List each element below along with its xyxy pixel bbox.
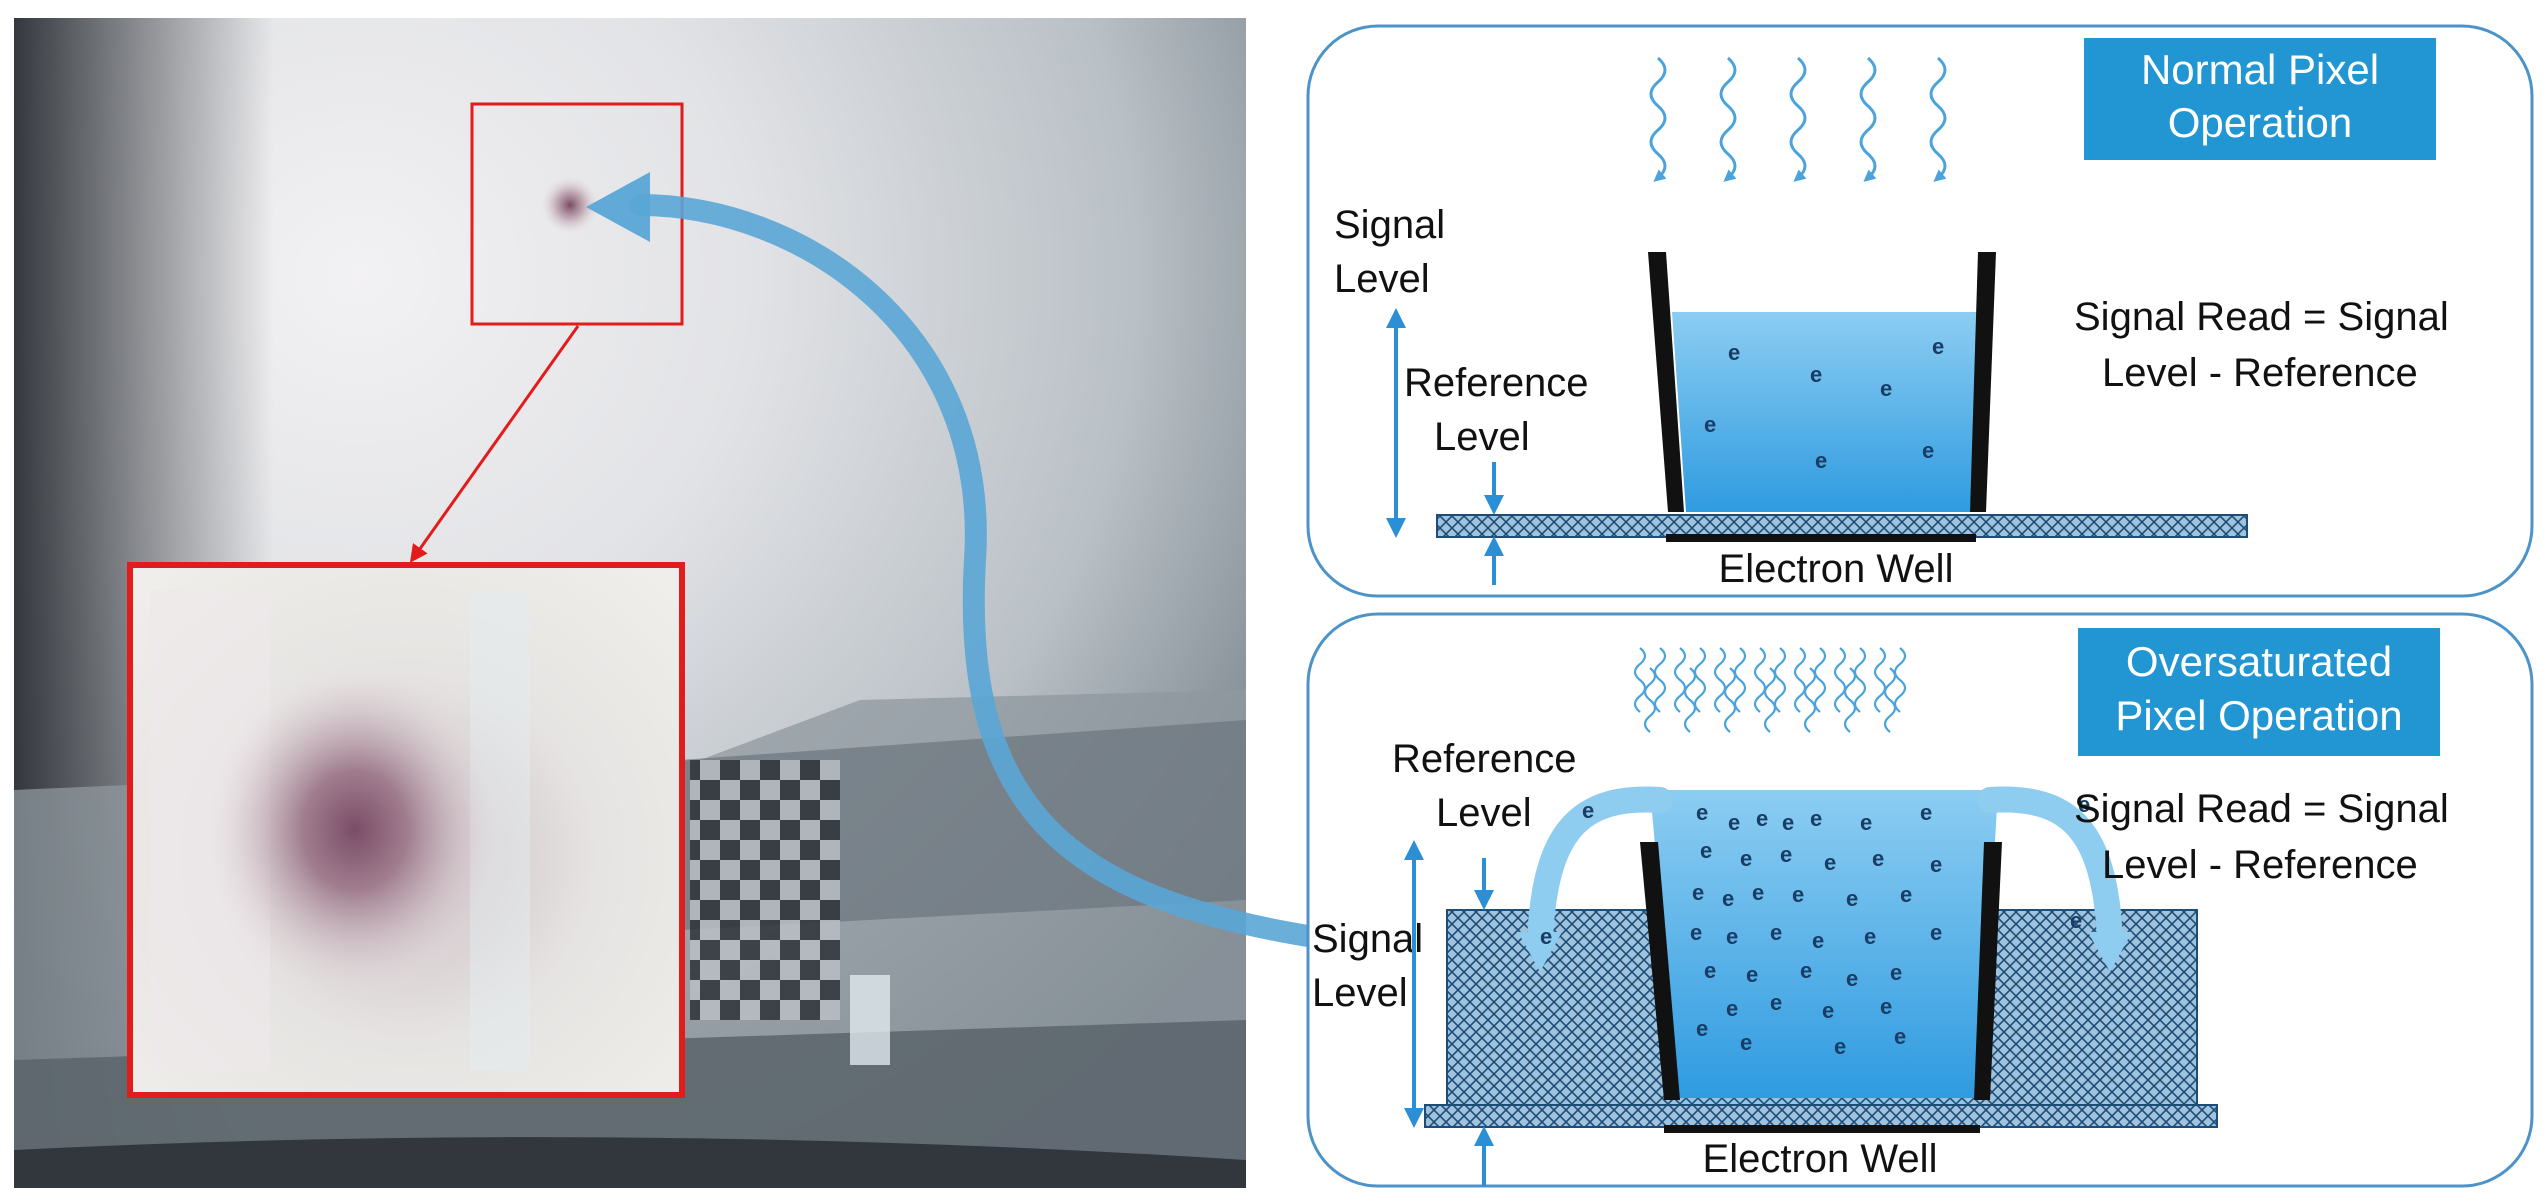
normal-signal-level-line2: Level [1334, 257, 1430, 301]
normal-signal-level-line1: Signal [1334, 203, 1445, 247]
svg-text:e: e [1846, 886, 1858, 911]
oversaturated-formula-line2: Level - Reference [2102, 843, 2418, 887]
svg-text:e: e [1726, 996, 1738, 1021]
svg-text:e: e [1890, 960, 1902, 985]
svg-text:e: e [2078, 792, 2090, 817]
svg-text:e: e [1696, 1016, 1708, 1041]
oversaturated-reference-level-line2: Level [1436, 791, 1532, 835]
svg-text:e: e [1700, 838, 1712, 863]
svg-text:e: e [1922, 438, 1934, 463]
svg-text:e: e [1696, 800, 1708, 825]
oversaturated-signal-level-line2: Level [1312, 971, 1408, 1015]
svg-text:e: e [1846, 966, 1858, 991]
svg-text:e: e [1920, 800, 1932, 825]
normal-title-box [2084, 38, 2436, 160]
normal-well-right-wall [1970, 252, 1996, 512]
normal-substrate [1436, 514, 2248, 538]
oversaturated-title-line2: Pixel Operation [2115, 692, 2402, 739]
normal-reference-level-line2: Level [1434, 415, 1530, 459]
svg-text:e: e [1726, 924, 1738, 949]
oversaturated-substrate [1424, 1104, 2218, 1128]
svg-text:e: e [1822, 998, 1834, 1023]
svg-text:e: e [1860, 810, 1872, 835]
oversaturated-signal-level-line1: Signal [1312, 917, 1423, 961]
svg-text:e: e [1770, 920, 1782, 945]
svg-text:e: e [1834, 1034, 1846, 1059]
oversaturated-formula-line1: Signal Read = Signal [2074, 787, 2449, 831]
svg-text:e: e [1880, 994, 1892, 1019]
svg-text:e: e [1930, 920, 1942, 945]
svg-text:e: e [1900, 882, 1912, 907]
zoom-inset [127, 562, 685, 1098]
svg-text:e: e [1704, 412, 1716, 437]
normal-title-line2: Operation [2168, 99, 2352, 146]
svg-text:e: e [1894, 1024, 1906, 1049]
svg-text:e: e [1690, 920, 1702, 945]
svg-text:e: e [1728, 810, 1740, 835]
svg-text:e: e [1792, 882, 1804, 907]
svg-text:e: e [1810, 806, 1822, 831]
oversaturated-well-right-wall [1974, 842, 2002, 1100]
svg-text:e: e [1540, 924, 1552, 949]
oversaturated-electron-charge [1650, 790, 1998, 1098]
oversaturated-pixel-panel: Oversaturated Pixel Operation [1306, 612, 2534, 1188]
normal-formula-line1: Signal Read = Signal [2074, 295, 2449, 339]
svg-text:e: e [1872, 846, 1884, 871]
electron-cluster-icon: e e e e e e e e e e e e e e e e e e e e … [1540, 792, 2090, 1059]
svg-text:e: e [1780, 842, 1792, 867]
oversaturated-title-box [2078, 628, 2440, 756]
svg-text:e: e [1824, 850, 1836, 875]
oversaturated-electron-well-label: Electron Well [1703, 1137, 1938, 1181]
svg-text:e: e [1930, 852, 1942, 877]
normal-reference-level-line1: Reference [1404, 361, 1589, 405]
svg-text:e: e [1752, 880, 1764, 905]
svg-text:e: e [1932, 334, 1944, 359]
normal-electron-charge [1672, 312, 1980, 512]
photon-icon-group [1649, 56, 1947, 182]
svg-text:e: e [1810, 362, 1822, 387]
normal-title-line1: Normal Pixel [2141, 46, 2379, 93]
normal-well-left-wall [1648, 252, 1684, 512]
svg-text:e: e [1728, 340, 1740, 365]
overflow-arrow-right [1977, 786, 2123, 953]
svg-text:e: e [1782, 810, 1794, 835]
svg-text:e: e [1812, 928, 1824, 953]
svg-text:e: e [1864, 924, 1876, 949]
svg-text:e: e [1704, 958, 1716, 983]
oversaturated-title-line1: Oversaturated [2126, 638, 2392, 685]
normal-electron-well-label: Electron Well [1719, 547, 1954, 591]
svg-text:e: e [1582, 798, 1594, 823]
svg-text:e: e [1692, 880, 1704, 905]
oversaturated-reference-level-line1: Reference [1392, 737, 1577, 781]
svg-text:e: e [1815, 448, 1827, 473]
electron-icon-group: e e e e e e e [1704, 334, 1944, 473]
svg-text:e: e [1770, 990, 1782, 1015]
overflow-arrow-left [1527, 786, 1673, 953]
svg-text:e: e [1722, 886, 1734, 911]
normal-pixel-panel: Normal Pixel Operation e e e e e e e [1306, 24, 2534, 598]
oversaturated-well-left-wall [1640, 842, 1680, 1100]
normal-formula-line2: Level - Reference [2102, 351, 2418, 395]
svg-text:e: e [2070, 908, 2082, 933]
zoom-pointer-arrow [409, 325, 580, 563]
svg-text:e: e [1746, 962, 1758, 987]
saturation-link-arrow [586, 172, 1331, 949]
svg-text:e: e [1740, 1030, 1752, 1055]
svg-text:e: e [1880, 376, 1892, 401]
svg-text:e: e [1800, 958, 1812, 983]
svg-text:e: e [1756, 806, 1768, 831]
svg-text:e: e [1740, 846, 1752, 871]
photon-cluster-icon [1633, 647, 1907, 733]
